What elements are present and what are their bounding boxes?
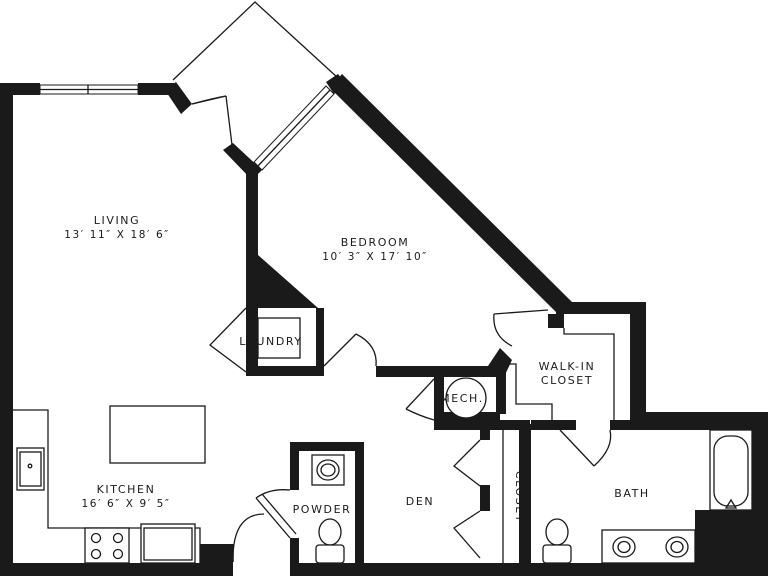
- living-window: [39, 84, 139, 95]
- powder-fixtures: [311, 454, 345, 564]
- bath-fixtures: [542, 429, 753, 564]
- walk-in-label-line1: WALK-IN: [539, 360, 596, 373]
- kitchen-fixtures: [13, 405, 206, 564]
- doors: [209, 307, 612, 563]
- laundry-label: LAUNDRY: [239, 335, 303, 348]
- bedroom-dims: 10′ 3″ X 17′ 10″: [322, 251, 428, 263]
- closet-label: CLOSET: [513, 471, 526, 523]
- interior-walls: [200, 143, 630, 576]
- walk-in-label-line2: CLOSET: [541, 374, 593, 387]
- living-dims: 13′ 11″ X 18′ 6″: [64, 229, 170, 241]
- walk-in-shelves: [506, 328, 615, 420]
- bedroom-window: [253, 85, 335, 171]
- kitchen-dims: 16′ 6″ X 9′ 5″: [82, 498, 171, 510]
- den-label: DEN: [406, 495, 434, 508]
- water-heater: [445, 377, 487, 419]
- mech-label: MECH.: [440, 392, 484, 405]
- powder-label: POWDER: [293, 503, 352, 516]
- balcony-door: [191, 95, 233, 146]
- living-label: LIVING: [94, 214, 141, 227]
- kitchen-label: KITCHEN: [97, 483, 156, 496]
- bedroom-label: BEDROOM: [341, 236, 410, 249]
- bath-label: BATH: [614, 487, 650, 500]
- exterior-walls: [0, 74, 768, 576]
- balcony-outline: [172, 1, 339, 81]
- laundry-machine: [257, 317, 301, 359]
